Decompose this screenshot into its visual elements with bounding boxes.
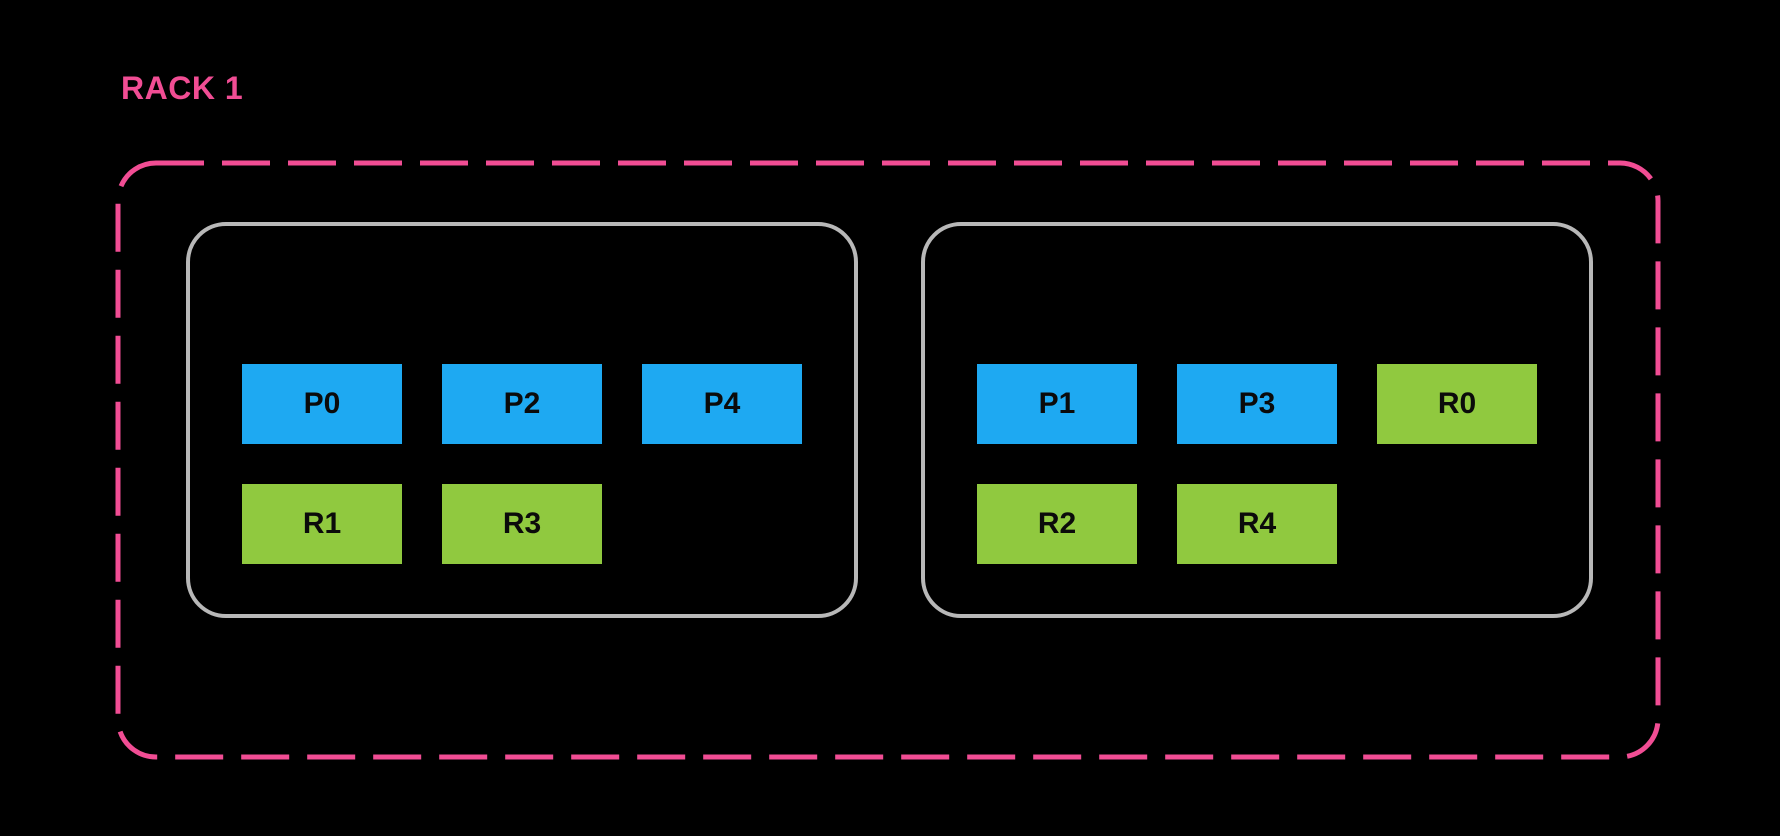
- slot-r2: R2: [977, 484, 1137, 564]
- node-1-box: P0 P2 P4 R1 R3: [186, 222, 858, 618]
- node-2-box: P1 P3 R0 R2 R4: [921, 222, 1593, 618]
- slot-p1: P1: [977, 364, 1137, 444]
- rack-title: RACK 1: [121, 70, 244, 106]
- slot-p0: P0: [242, 364, 402, 444]
- slot-r1: R1: [242, 484, 402, 564]
- slot-p4: P4: [642, 364, 802, 444]
- slot-r0: R0: [1377, 364, 1537, 444]
- slot-r3: R3: [442, 484, 602, 564]
- slot-p2: P2: [442, 364, 602, 444]
- rack-dashed-boundary: [115, 160, 1661, 760]
- slot-r4: R4: [1177, 484, 1337, 564]
- slot-p3: P3: [1177, 364, 1337, 444]
